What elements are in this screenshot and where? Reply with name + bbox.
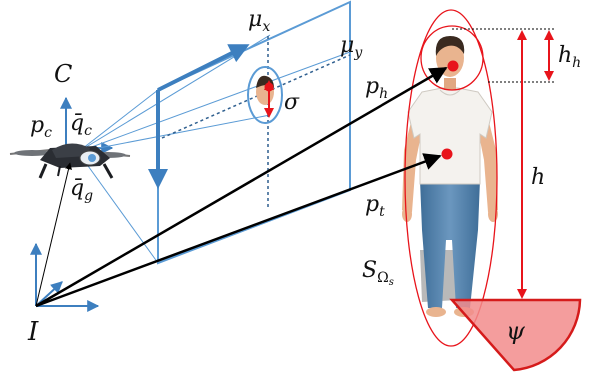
head-position-label: ph bbox=[365, 74, 388, 102]
person-height-label: h bbox=[531, 165, 545, 190]
head-ray bbox=[35, 66, 448, 308]
mu-x-label: μx bbox=[248, 7, 270, 35]
person-figure bbox=[402, 36, 498, 317]
sigma-label: σ bbox=[284, 90, 300, 115]
camera-frame-label: C bbox=[54, 60, 72, 88]
detected-face bbox=[247, 66, 283, 124]
drone-icon bbox=[9, 143, 131, 179]
gimbal-orientation-label: q̄g bbox=[70, 176, 93, 204]
torso-point bbox=[441, 148, 453, 160]
torso-ray bbox=[35, 153, 442, 308]
region-ellipses bbox=[404, 9, 498, 347]
camera-orientation-label: q̄c bbox=[70, 111, 92, 139]
shadow-region-label: SΩs bbox=[362, 258, 394, 288]
torso-position-label: pt bbox=[365, 192, 385, 220]
mu-y-label: μy bbox=[340, 33, 363, 61]
camera-frustum bbox=[77, 34, 351, 264]
inertial-frame bbox=[30, 242, 100, 312]
orientation-sector bbox=[449, 298, 582, 372]
camera-position-label: pc bbox=[30, 113, 52, 141]
camera-position-vector bbox=[35, 162, 72, 307]
head-height-label: hh bbox=[558, 43, 581, 71]
inertial-frame-label: I bbox=[27, 317, 39, 347]
head-point bbox=[447, 60, 459, 72]
orientation-angle-label: ψ bbox=[506, 317, 526, 345]
